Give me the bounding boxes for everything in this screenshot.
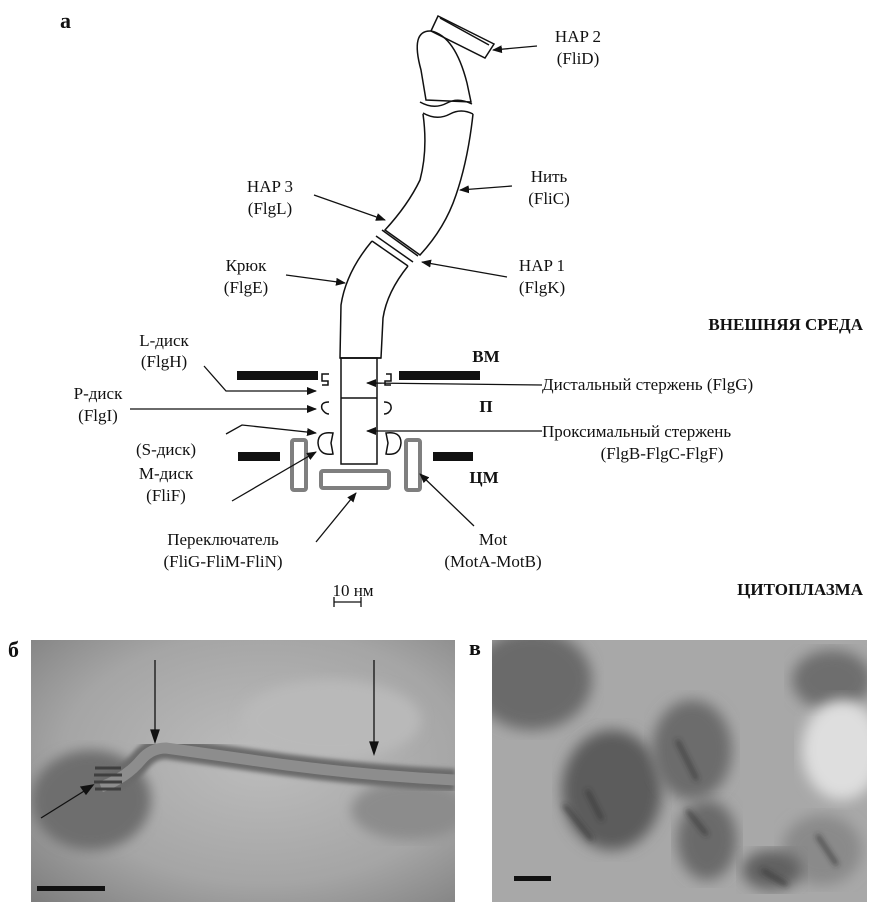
label-outer-membrane: ВМ [472,347,499,366]
arrow-mot [420,474,474,526]
micrograph-b [31,640,455,902]
cyto-membrane-left [238,452,280,461]
arrow-hap2 [493,46,537,50]
label-proximal-rod-protein: (FlgB-FlgC-FlgF) [601,444,724,463]
switch-complex [321,471,389,488]
label-proximal-rod-name: Проксимальный стержень [542,422,731,441]
label-hap3-protein: (FlgL) [248,199,292,218]
panel-letter-b: б [8,637,19,663]
label-hap2-protein: (FliD) [557,49,600,68]
filament-middle [385,114,473,255]
s-ring-right [386,433,401,455]
label-hap1-name: HAP 1 [519,256,565,275]
label-pdisk-name: P-диск [74,384,123,403]
rod [341,358,377,464]
arrow-hook [286,275,345,283]
arrow-filament [460,186,512,190]
l-ring-left [322,374,329,385]
label-mdisk-protein: (FliF) [146,486,186,505]
label-cytoplasm: ЦИТОПЛАЗМА [737,580,864,599]
micrograph-c-image [492,640,867,902]
label-mot-protein: (MotA-MotB) [444,552,541,571]
arrow-switch [316,493,356,542]
arrow-hap1 [422,262,507,277]
p-ring-right [384,402,391,414]
label-hook-protein: (FlgE) [224,278,268,297]
label-mdisk-name: M-диск [139,464,194,483]
label-ldisk-name: L-диск [139,331,189,350]
arrow-hap3 [314,195,385,220]
label-sdisk: (S-диск) [136,440,196,459]
rings [318,374,401,454]
flagellum-structure [340,16,494,464]
label-hap2-name: HAP 2 [555,27,601,46]
label-switch-name: Переключатель [167,530,279,549]
label-cyto-membrane: ЦМ [469,468,498,487]
label-distal-rod: Дистальный стержень (FlgG) [542,375,753,394]
label-hook-name: Крюк [226,256,268,275]
label-scale: 10 нм [332,581,373,600]
label-periplasm: П [479,397,492,416]
label-filament-name: Нить [531,167,568,186]
label-filament-protein: (FliC) [528,189,570,208]
label-hap1-protein: (FlgK) [519,278,565,297]
label-pdisk-protein: (FlgI) [78,406,118,425]
label-external-env: ВНЕШНЯЯ СРЕДА [708,315,863,334]
label-hap3-name: HAP 3 [247,177,293,196]
outer-membrane-right [399,371,480,380]
s-ring-left [318,433,333,455]
arrow-distal-rod [367,383,542,385]
micrograph-c [492,640,867,902]
micrograph-b-image [31,640,455,902]
cyto-membrane-right [433,452,473,461]
mot-right [406,440,420,490]
arrow-sdisk [226,425,316,434]
filament-upper [417,31,471,102]
panel-letter-c: в [469,635,481,661]
flagellum-schematic: HAP 2 (FliD) Нить (FliC) HAP 3 (FlgL) HA… [0,0,869,615]
p-ring-left [322,402,329,414]
label-switch-protein: (FliG-FliM-FliN) [163,552,282,571]
label-mot-name: Mot [479,530,508,549]
outer-membrane-left [237,371,318,380]
label-ldisk-protein: (FlgH) [141,352,187,371]
